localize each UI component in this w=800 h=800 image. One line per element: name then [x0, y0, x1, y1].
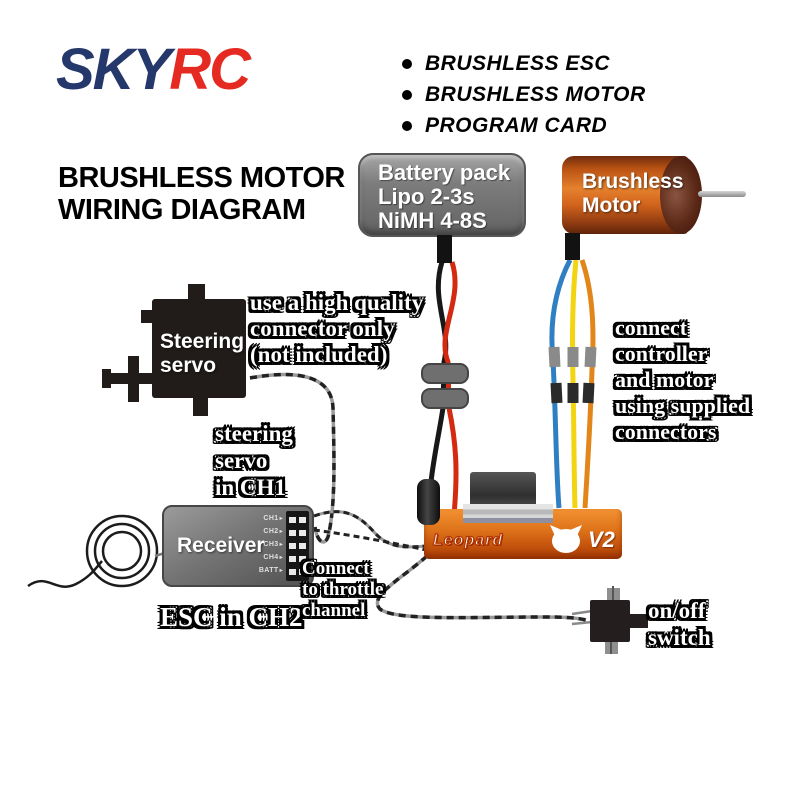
battery-label: Lipo 2-3s [378, 184, 475, 209]
annotation-line: (not included) [249, 341, 388, 368]
switch-wire [375, 554, 587, 622]
servo-mount-tab [188, 284, 205, 301]
motor-label-line: Motor [582, 194, 641, 217]
esc-brand-logo: Leopard [432, 531, 504, 549]
receiver-pin-pads [286, 516, 309, 523]
kit-item-label: BRUSHLESS MOTOR [425, 83, 646, 106]
motor-label: Brushless Motor [582, 170, 684, 218]
steering-servo [152, 299, 246, 398]
servo-horn-icon [102, 369, 111, 388]
receiver-esc-wire [313, 510, 427, 552]
annotation-line: on/off [647, 597, 706, 624]
annotation-line: channel [301, 599, 366, 622]
servo-label-line: servo [160, 354, 217, 377]
battery-pack: Battery pack Lipo 2-3s NiMH 4-8S [358, 153, 526, 237]
kit-item: BRUSHLESS ESC [402, 52, 646, 76]
esc-version-label: V2 [588, 527, 615, 552]
receiver-pin-pads [286, 556, 309, 563]
annotation-line: switch [647, 624, 711, 651]
kit-item: PROGRAM CARD [402, 114, 646, 138]
receiver-pin-label: BATT [259, 567, 283, 575]
receiver-pin-label: CH2 [263, 528, 283, 536]
logo-rc: RC [169, 37, 251, 102]
kit-contents-list: BRUSHLESS ESC BRUSHLESS MOTOR PROGRAM CA… [402, 52, 646, 145]
annotation-line: and motor [614, 366, 714, 393]
annotation-line: in CH1 [214, 474, 286, 501]
annotation-line: connector only [249, 315, 395, 342]
servo-signal-wire [249, 372, 336, 544]
annotation-line: steering [214, 420, 293, 447]
bullet-icon [402, 90, 412, 100]
annotation-line: connect [614, 314, 688, 341]
motor-wire-stub [565, 233, 580, 260]
skyrc-logo: SKYRC [56, 36, 251, 103]
annotation-line: ESC in CH2 [159, 601, 303, 633]
on-off-switch [571, 586, 648, 654]
bullet-icon [402, 59, 412, 69]
annotation-connector-note: use a high quality connector only (not i… [249, 289, 424, 368]
battery-label: NiMH 4-8S [378, 208, 487, 233]
receiver-pin-pads [286, 542, 309, 549]
annotation-line: to throttle [301, 578, 384, 601]
receiver: Receiver CH1 CH2 CH3 CH4 BATT [162, 505, 314, 587]
receiver-pin-pads [286, 529, 309, 536]
battery-wire-stub [437, 235, 452, 263]
annotation-line: servo [214, 447, 268, 474]
kit-item: BRUSHLESS MOTOR [402, 83, 646, 107]
servo-horn-icon [110, 373, 158, 384]
motor-shaft [698, 191, 746, 197]
servo-connector [141, 310, 153, 323]
bullet-connectors [548, 346, 597, 404]
battery-label: Battery pack [378, 160, 511, 185]
kit-item-label: PROGRAM CARD [425, 114, 608, 137]
esc-heatsink-base [463, 504, 553, 523]
annotation-on-off-switch: on/off switch [647, 597, 711, 651]
motor-wire-orange [579, 259, 596, 509]
annotation-steering-ch1: steering servo in CH1 [214, 420, 293, 501]
annotation-line: using supplied [614, 392, 751, 419]
title-line: BRUSHLESS MOTOR [58, 162, 345, 194]
logo-sky: SKY [56, 37, 171, 102]
ferrite-connector [421, 363, 469, 384]
receiver-pin-label: CH4 [263, 554, 283, 562]
esc-heatsink [470, 472, 536, 505]
receiver-pin-labels: CH1 CH2 CH3 CH4 BATT [259, 512, 283, 578]
ferrite-connector [421, 388, 469, 409]
annotation-esc-ch2: ESC in CH2 [159, 601, 303, 633]
kit-item-label: BRUSHLESS ESC [425, 52, 611, 75]
bullet-icon [402, 121, 412, 131]
motor-end-cap [660, 156, 702, 234]
annotation-line: controller [614, 340, 708, 367]
esc-capacitor [417, 479, 440, 525]
receiver-pin-label: CH3 [263, 541, 283, 549]
battery-wire-black [427, 261, 449, 493]
annotation-motor-connectors: connect controller and motor using suppl… [614, 314, 751, 445]
receiver-pin-strip [286, 511, 309, 581]
antenna-coil-icon [27, 514, 169, 588]
annotation-line: Connect [301, 557, 370, 580]
leopard-head-icon [548, 523, 584, 560]
receiver-pin-label: CH1 [263, 515, 283, 523]
page-title: BRUSHLESS MOTOR WIRING DIAGRAM [58, 162, 345, 226]
servo-label-line: Steering [160, 330, 245, 353]
annotation-line: connectors [614, 418, 717, 445]
motor-wire-yellow [569, 259, 579, 509]
motor-label-line: Brushless [582, 170, 684, 193]
servo-mount-tab [193, 396, 208, 416]
annotation-throttle-channel: Connect to throttle channel [301, 557, 384, 622]
receiver-pin-pads [286, 569, 309, 576]
receiver-label: Receiver [177, 534, 265, 557]
annotation-line: use a high quality [249, 289, 424, 316]
title-line: WIRING DIAGRAM [58, 194, 306, 226]
servo-label: Steering servo [160, 330, 244, 378]
battery-wire-red [442, 261, 459, 516]
